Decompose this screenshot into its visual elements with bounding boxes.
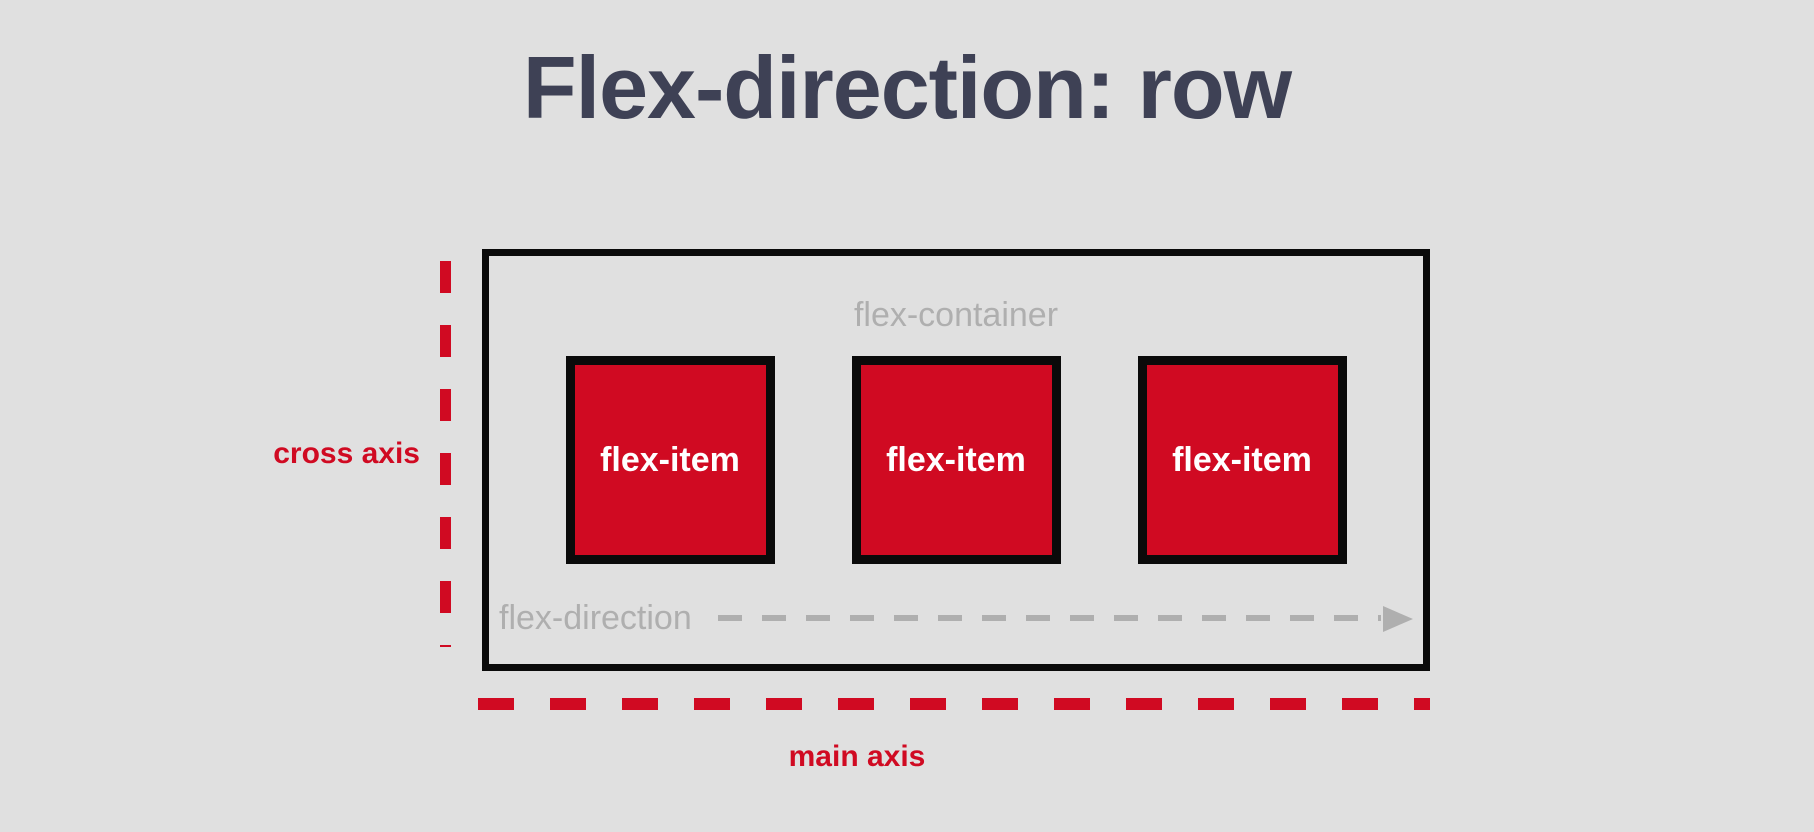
- flex-item-label: flex-item: [600, 440, 740, 479]
- flex-direction-row: flex-direction: [499, 594, 1413, 642]
- flex-item: flex-item: [851, 356, 1061, 564]
- flex-direction-label: flex-direction: [499, 598, 692, 637]
- cross-axis-label: cross axis: [273, 437, 420, 470]
- flex-item-label: flex-item: [1172, 440, 1312, 479]
- page-title: Flex-direction: row: [522, 38, 1292, 137]
- arrow-head: [1383, 606, 1413, 632]
- arrow-right-icon: [717, 606, 1413, 632]
- main-axis-label: main axis: [788, 740, 926, 773]
- flex-container: flex-container flex-item flex-item flex-…: [482, 249, 1430, 671]
- flex-items-row: flex-item flex-item flex-item: [489, 256, 1423, 664]
- arrow-dashes: [717, 615, 1381, 621]
- flex-item-label: flex-item: [886, 440, 1026, 479]
- cross-axis-dashed-line: [440, 261, 451, 647]
- main-axis-dashed-line: [478, 698, 1430, 710]
- flex-item: flex-item: [1137, 356, 1347, 564]
- flex-container-label: flex-container: [853, 296, 1059, 334]
- flex-item: flex-item: [565, 356, 775, 564]
